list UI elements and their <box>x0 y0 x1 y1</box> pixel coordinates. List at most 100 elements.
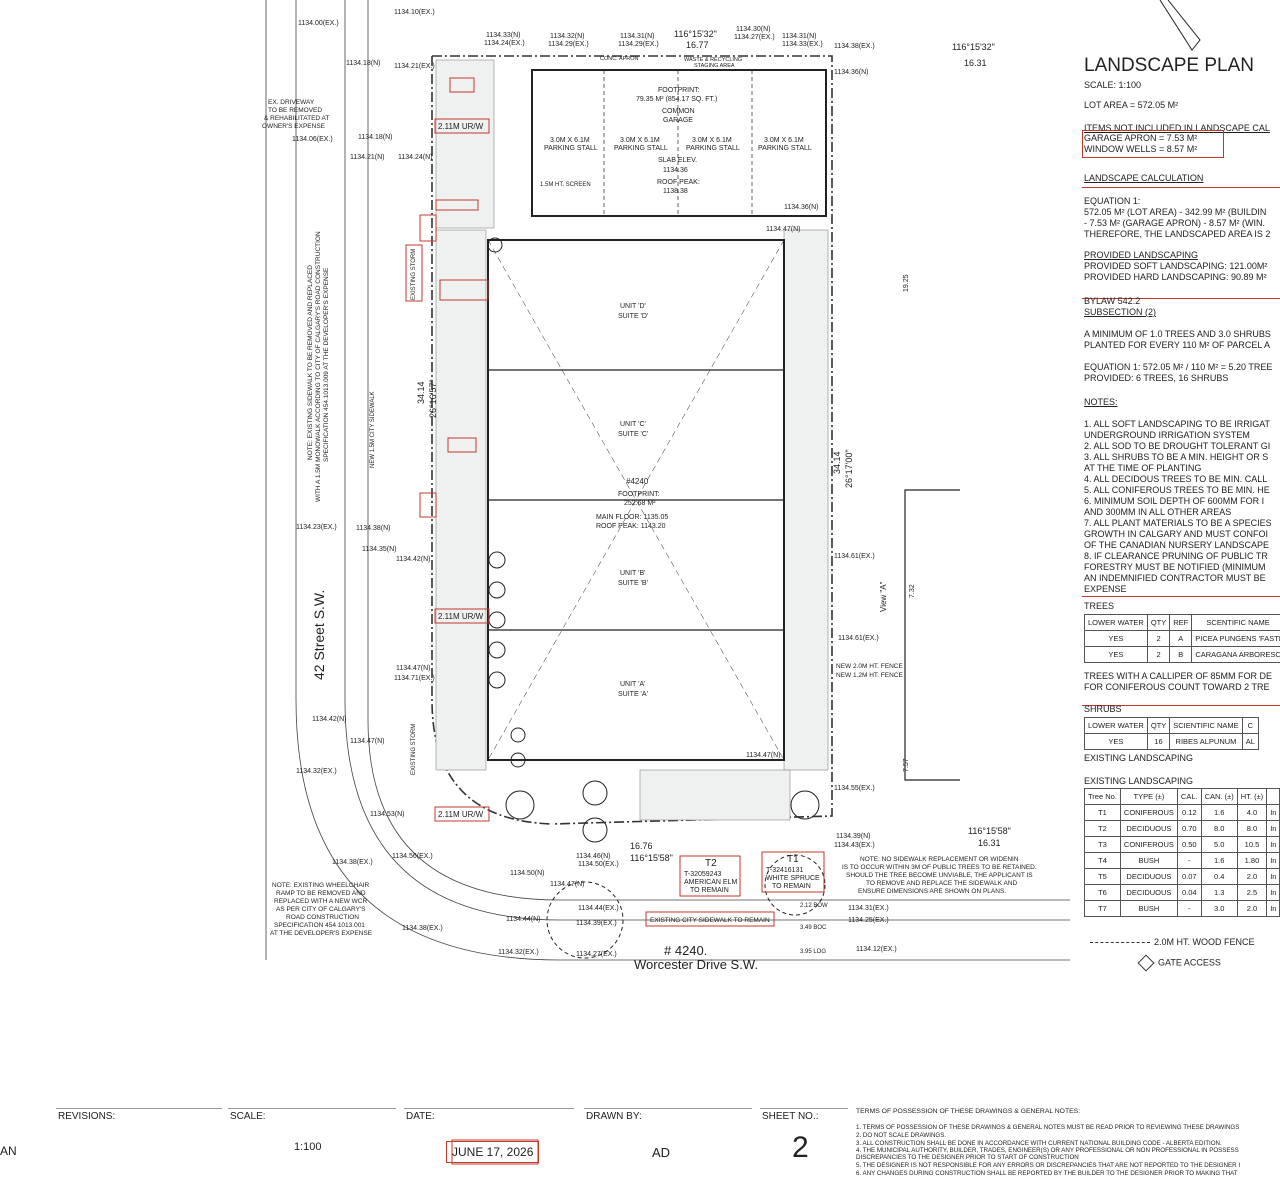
elev-top-8: 1134.30(N) <box>736 26 771 33</box>
sidewalk-note-1: NOTE: NO SIDEWALK REPLACEMENT OR WIDENIN <box>860 856 1019 863</box>
notes-title: NOTES: <box>1084 397 1118 407</box>
elev-top-6: 1134.31(N) <box>620 33 655 40</box>
landscape-areas <box>435 59 829 821</box>
table-cell: 1.6 <box>1200 852 1238 869</box>
table-cell: 2.5 <box>1236 884 1268 901</box>
equation1-title: EQUATION 1: <box>1084 196 1141 206</box>
table-cell: 2.0 <box>1236 900 1268 917</box>
provided-soft: PROVIDED SOFT LANDSCAPING: 121.00M² <box>1084 261 1268 271</box>
elev-right-12: 1134.12(EX.) <box>856 946 897 953</box>
bearing-west-dist: 34.14 <box>416 381 426 404</box>
excluded-items-box <box>1082 130 1224 158</box>
table-cell: In <box>1266 884 1280 901</box>
landscape-plan-panel: LANDSCAPE PLAN SCALE: 1:100 LOT AREA = 5… <box>1082 0 1280 1100</box>
table-cell: 2 <box>1146 630 1171 647</box>
red-callouts <box>405 77 825 1165</box>
gate-icon <box>1137 954 1155 972</box>
note-line: AND 300MM IN ALL OTHER AREAS <box>1084 507 1232 517</box>
elev-right-8: 1134.39(N) <box>836 833 871 840</box>
roof-peak-label: ROOF PEAK: 1143.20 <box>596 523 666 530</box>
elevation-labels-bottom: 1134.46(N) 1134.50(EX.) 1134.47(N) 1134.… <box>498 853 619 958</box>
table-header: QTY <box>1146 614 1171 631</box>
sidewalk-note-5: ENSURE DIMENSIONS ARE SHOWN ON PLANS. <box>858 888 1006 895</box>
sheet-cell: SHEET NO.: 2 <box>760 1108 848 1179</box>
elev-bottom-7: 1134.44(N) <box>506 916 541 923</box>
west-note-1: NOTE: EXISTING SIDEWALK TO BE REMOVED AN… <box>307 265 314 460</box>
elev-left-9: 1134.42(N) <box>396 556 431 563</box>
table-cell: T4 <box>1084 852 1121 869</box>
table-header: SCIENTIFIC NAME <box>1169 717 1243 734</box>
driveway-note-4: OWNER'S EXPENSE <box>262 123 326 130</box>
drawn-value: AD <box>652 1145 671 1160</box>
table-header <box>1266 788 1280 805</box>
trees-title: TREES <box>1084 601 1115 611</box>
elev-left-1: 1134.00(EX.) <box>298 20 339 27</box>
wcr-note-4: AS PER CITY OF CALGARY'S <box>276 906 366 913</box>
sheet-value: 2 <box>792 1131 809 1164</box>
table-header: TYPE (±) <box>1119 788 1178 805</box>
wcr-note-1: NOTE: EXISTING WHEELCHAIR <box>272 882 369 889</box>
lot-area: LOT AREA = 572.05 M² <box>1084 100 1179 110</box>
table-cell: 2 <box>1146 646 1171 663</box>
table-cell: 0.07 <box>1176 868 1202 885</box>
elev-left-8: 1134.35(N) <box>362 546 397 553</box>
dim-log: 3.95 LOG <box>800 949 826 955</box>
elev-top-5: 1134.29(EX.) <box>548 41 589 48</box>
elev-left-11: 1134.71(EX.) <box>394 675 435 682</box>
elev-top-7: 1134.29(EX.) <box>618 41 659 48</box>
provided-title: PROVIDED LANDSCAPING <box>1084 250 1199 260</box>
parking-stall-3: 3.0M X 6.1M <box>692 137 732 144</box>
table-cell: In <box>1266 868 1280 885</box>
table-cell: 0.04 <box>1176 884 1202 901</box>
minimum-line2: PLANTED FOR EVERY 110 M² OF PARCEL A <box>1084 340 1271 350</box>
elev-left-15: 1134.53(N) <box>370 811 405 818</box>
conc-apron-label: CONC. APRON <box>600 56 639 62</box>
elev-left-4: 1134.18(N) <box>358 134 393 141</box>
note-line: 4. ALL DECIDOUS TREES TO BE MIN. CALL <box>1084 474 1268 484</box>
bearing-top-left-dist: 16.77 <box>686 40 709 50</box>
existing-title-2: EXISTING LANDSCAPING <box>1084 776 1194 786</box>
table-cell: In <box>1266 820 1280 837</box>
bearing-bottom-right: 116°15'58" <box>968 826 1011 836</box>
note-line: AT THE TIME OF PLANTING <box>1084 463 1202 473</box>
screen-label: 1.5M HT. SCREEN <box>540 182 591 188</box>
elev-right-7: 1134.55(EX.) <box>834 785 875 792</box>
t2-label: T2 <box>705 858 717 869</box>
streets <box>265 0 1070 961</box>
driveway-note-3: & REHABILITATED AT <box>264 115 329 122</box>
elev-bottom-6: 1134.39(EX.) <box>576 920 617 927</box>
table-cell: YES <box>1084 733 1148 750</box>
parking-stall-2: 3.0M X 6.1M <box>620 137 660 144</box>
t2-text-1: T-32059243 <box>684 871 721 878</box>
subsection: SUBSECTION (2) <box>1084 307 1157 317</box>
street-south-label: Worcester Drive S.W. <box>634 957 758 972</box>
table-cell: - <box>1176 852 1202 869</box>
elev-bottom-1: 1134.46(N) <box>576 853 611 860</box>
table-cell: T5 <box>1084 868 1121 885</box>
garage-apron: GARAGE APRON = 7.53 M² <box>1084 133 1198 143</box>
table-cell: T1 <box>1084 804 1121 821</box>
wcr-note-6: SPECIFICATION 454 1013.001 <box>274 922 365 929</box>
elevation-labels-top: 1134.10(EX.) 1134.33(N) 1134.24(EX.) 113… <box>394 9 875 161</box>
elev-bottom-9: 1134.27(EX.) <box>576 951 617 958</box>
table-cell: YES <box>1084 646 1148 663</box>
elev-left-17: 1134.56(EX.) <box>392 853 433 860</box>
unit-d-label: UNIT 'D' <box>620 303 646 310</box>
date-cell: DATE: JUNE 17, 2026 <box>404 1108 574 1179</box>
terms-line: 4. THE MUNICIPAL AUTHORITY, BUILDER, TRA… <box>856 1147 1239 1154</box>
legend-fence: 2.0M HT. WOOD FENCE <box>1090 937 1255 948</box>
table-cell: CONIFEROUS <box>1119 804 1178 821</box>
bearing-east: 26°17'00" <box>844 449 854 488</box>
table-cell: 8.0 <box>1236 820 1268 837</box>
table-cell: 0.70 <box>1176 820 1202 837</box>
table-cell: YES <box>1084 630 1148 647</box>
footprint-center-label: FOOTPRINT: <box>618 491 660 498</box>
garage-label: COMMON <box>662 108 695 115</box>
minimum-line1: A MINIMUM OF 1.0 TREES AND 3.0 SHRUBS <box>1084 329 1271 339</box>
table-cell: 8.0 <box>1200 820 1238 837</box>
table-cell: In <box>1266 900 1280 917</box>
dim-732: 7.32 <box>909 584 916 598</box>
